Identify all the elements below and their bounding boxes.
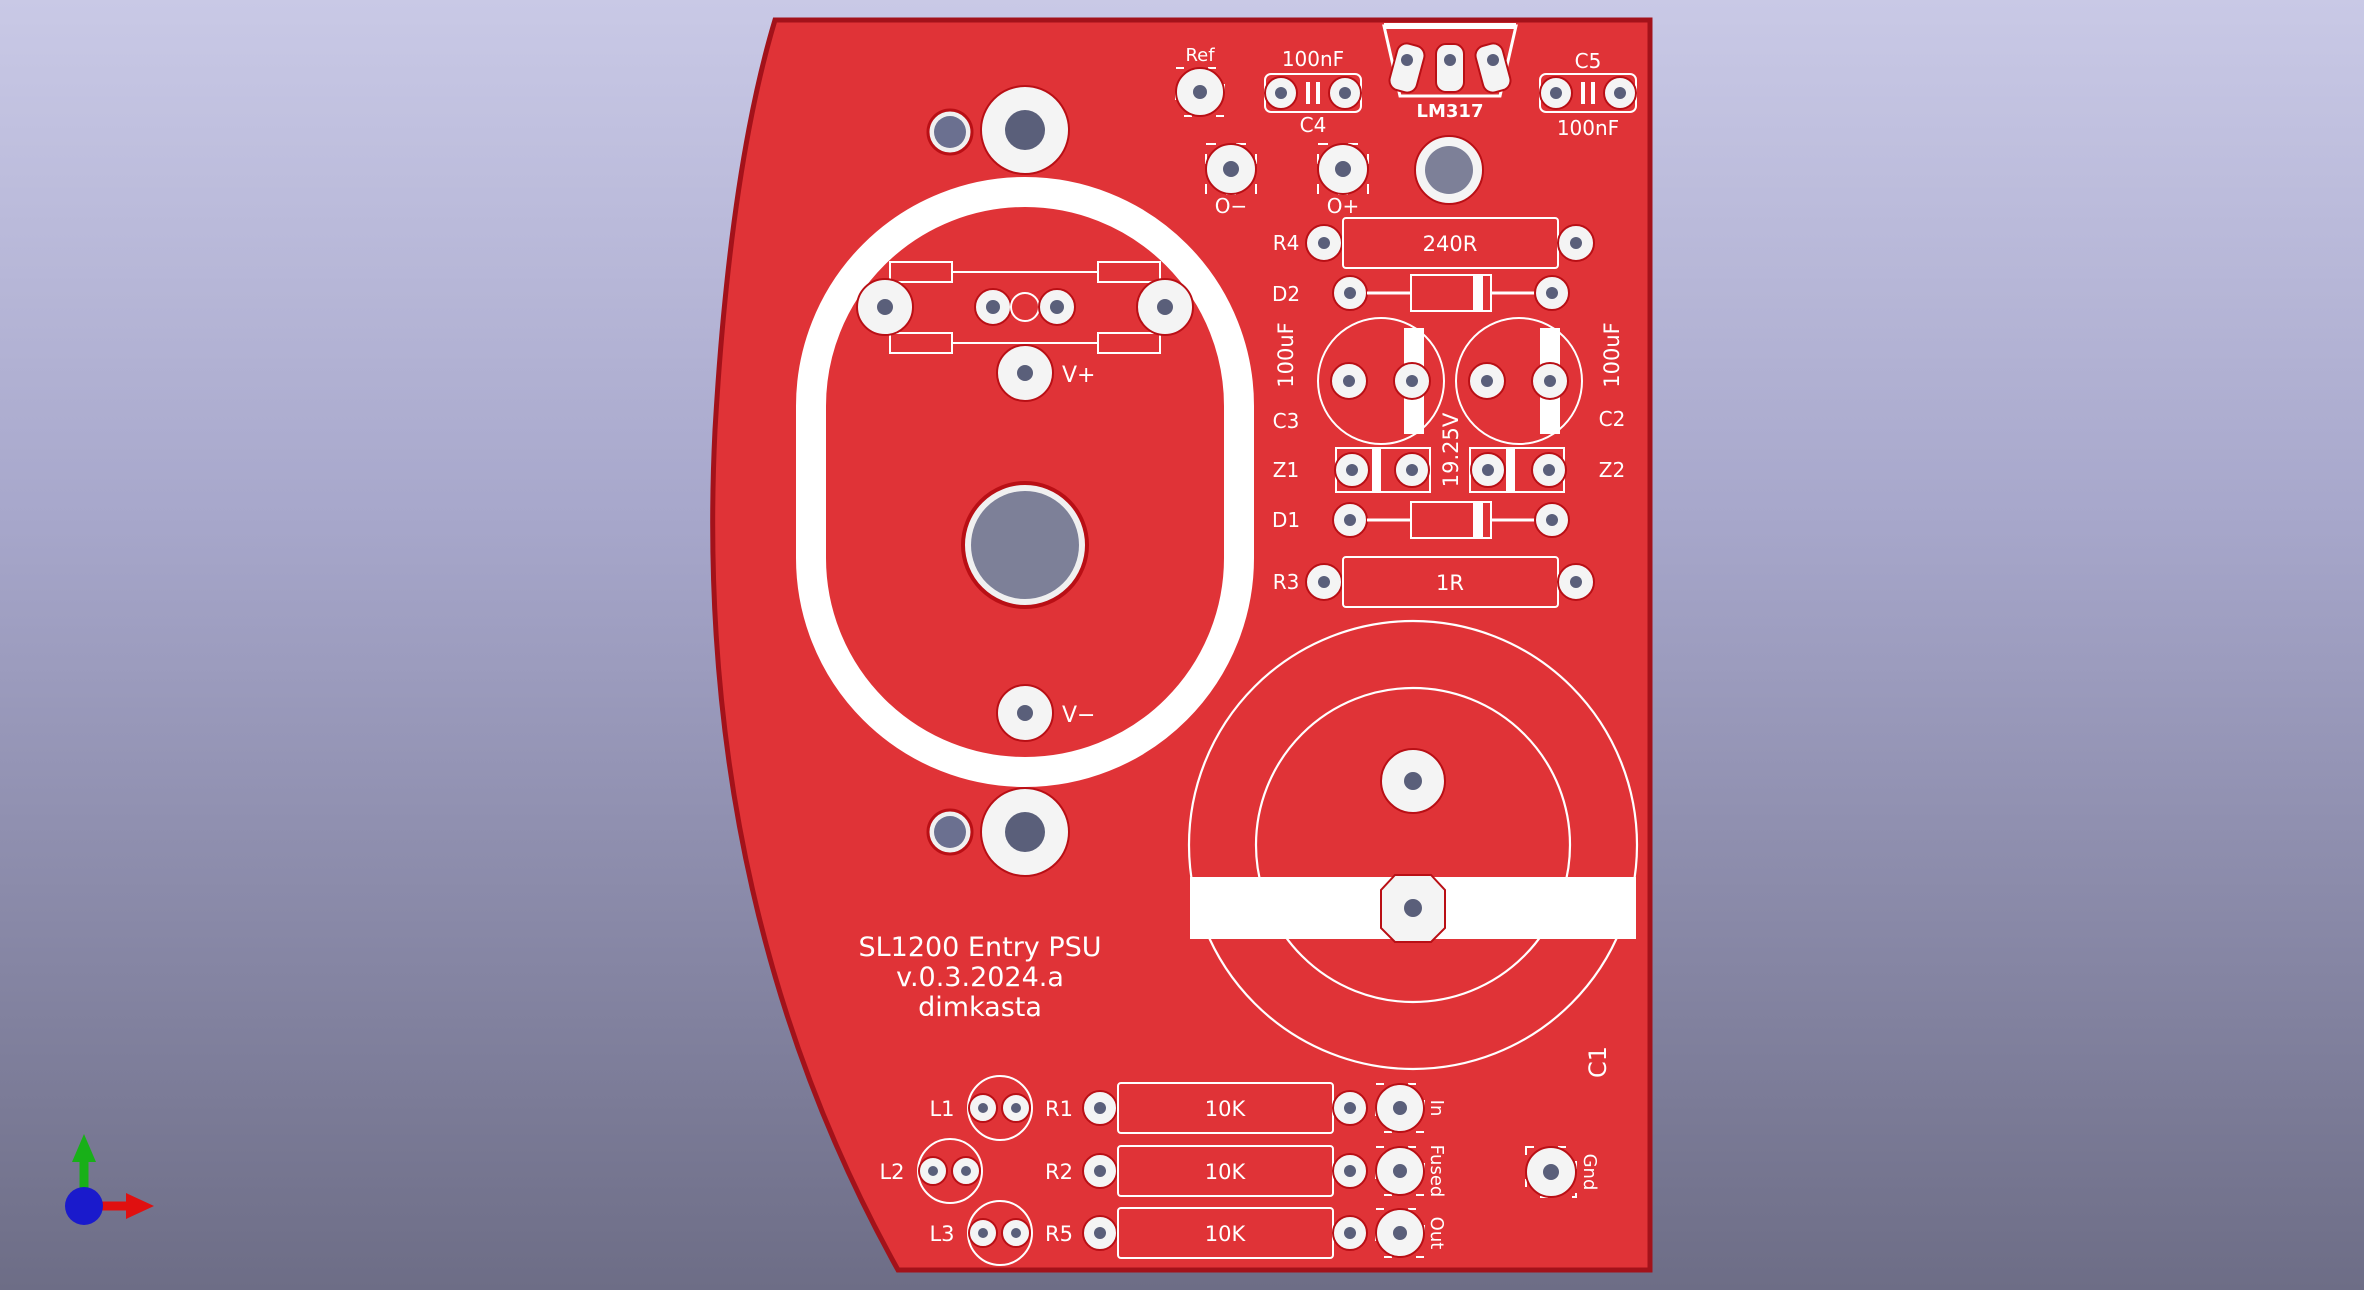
- r1-label: R1: [1045, 1097, 1073, 1121]
- board-version: v.0.3.2024.a: [896, 962, 1064, 993]
- l2-inductor: [917, 1138, 983, 1204]
- r3-resistor: [1305, 556, 1595, 608]
- l1-inductor: [967, 1075, 1033, 1141]
- c4-label: C4: [1300, 113, 1327, 137]
- lm317-regulator: [1382, 23, 1518, 98]
- lm317-label: LM317: [1417, 101, 1484, 122]
- in-label: In: [1426, 1100, 1447, 1117]
- r3-value-label: 1R: [1436, 571, 1464, 595]
- d1-diode: [1332, 501, 1570, 539]
- r5-label: R5: [1045, 1222, 1073, 1246]
- mounting-hole-bottom: [926, 787, 1070, 877]
- l3-label: L3: [929, 1222, 954, 1246]
- r4-label: R4: [1273, 231, 1300, 255]
- c1-label: C1: [1584, 1046, 1612, 1078]
- c3-capacitor: [1317, 317, 1445, 445]
- r5-value-label: 10K: [1205, 1222, 1247, 1246]
- r2-label: R2: [1045, 1160, 1073, 1184]
- l3-inductor: [967, 1200, 1033, 1266]
- d2-label: D2: [1272, 282, 1300, 306]
- c1-capacitor: [1187, 619, 1639, 1071]
- fused-label: Fused: [1426, 1145, 1447, 1198]
- gnd-label: Gnd: [1579, 1154, 1600, 1191]
- c5-value-label: 100nF: [1557, 116, 1619, 140]
- r3-label: R3: [1273, 570, 1300, 594]
- transformer-pins: [856, 261, 1194, 742]
- c2-label: C2: [1599, 407, 1626, 431]
- c5-label: C5: [1575, 49, 1602, 73]
- gnd-terminal: [1525, 1146, 1577, 1198]
- board-title: SL1200 Entry PSU: [858, 932, 1101, 963]
- o-plus-label: O+: [1327, 194, 1360, 218]
- v-minus-label: V−: [1062, 703, 1095, 728]
- axes-gizmo: [65, 1134, 154, 1225]
- z2-label: Z2: [1599, 458, 1625, 482]
- z1-zener: [1334, 447, 1431, 493]
- out-label: Out: [1426, 1217, 1447, 1250]
- r2-value-label: 10K: [1205, 1160, 1247, 1184]
- output-minus-pad: [1205, 143, 1257, 195]
- o-minus-label: O−: [1215, 194, 1248, 218]
- z2-zener: [1469, 447, 1567, 493]
- l1-label: L1: [929, 1097, 954, 1121]
- c4-capacitor: [1264, 73, 1362, 113]
- in-terminal: [1375, 1083, 1425, 1133]
- r1-value-label: 10K: [1205, 1097, 1247, 1121]
- c2-capacitor: [1455, 317, 1583, 445]
- c3-value-label: 100uF: [1274, 322, 1298, 387]
- l2-label: L2: [879, 1160, 904, 1184]
- r4-value-label: 240R: [1423, 232, 1478, 256]
- z1-label: Z1: [1273, 458, 1299, 482]
- output-plus-pad: [1317, 143, 1369, 195]
- fused-terminal: [1375, 1146, 1425, 1196]
- c4-value-label: 100nF: [1282, 47, 1344, 71]
- r4-resistor: [1305, 217, 1595, 269]
- ref-pad: [1175, 67, 1225, 117]
- d1-label: D1: [1272, 508, 1300, 532]
- r5-resistor: [1082, 1207, 1368, 1259]
- c2-value-label: 100uF: [1600, 322, 1624, 387]
- d2-diode: [1332, 274, 1570, 312]
- c5-capacitor: [1539, 73, 1637, 113]
- r1-resistor: [1082, 1082, 1368, 1134]
- ref-label: Ref: [1185, 45, 1215, 66]
- mounting-hole-top: [926, 85, 1070, 175]
- out-terminal: [1375, 1208, 1425, 1258]
- board-author: dimkasta: [918, 992, 1042, 1023]
- v-plus-label: V+: [1062, 363, 1095, 388]
- r2-resistor: [1082, 1145, 1368, 1197]
- transformer-center-hole: [961, 481, 1089, 609]
- transformer-outline: [796, 177, 1254, 787]
- lm317-mounting-hole: [1414, 135, 1484, 205]
- c3-label: C3: [1273, 409, 1300, 433]
- zener-voltage-label: 19.25V: [1439, 412, 1463, 487]
